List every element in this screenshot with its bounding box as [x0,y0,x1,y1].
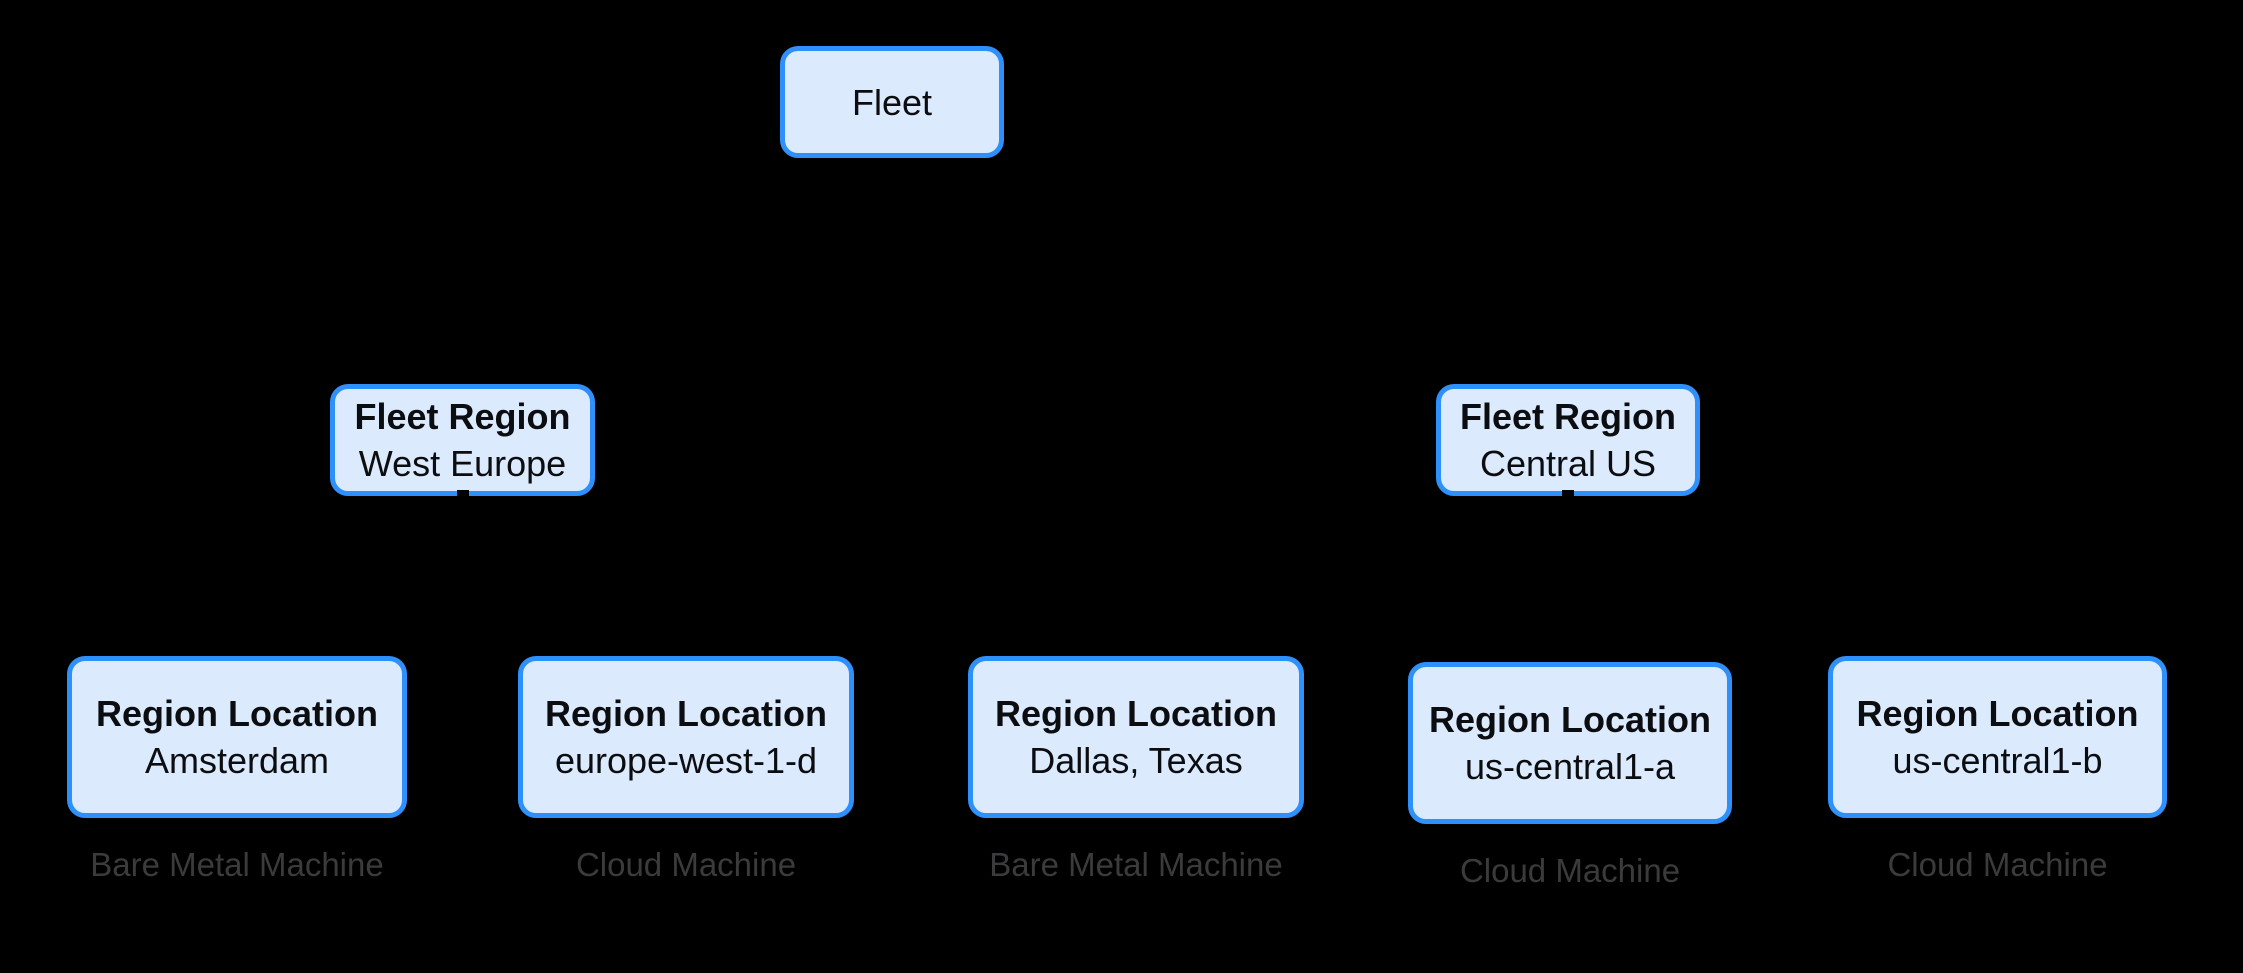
region-location-node-us-central1-a: Region Location us-central1-a [1408,662,1732,824]
region-location-subtitle: Dallas, Texas [1029,740,1243,781]
fleet-region-title: Fleet Region [1459,396,1677,437]
fleet-region-subtitle: West Europe [358,443,567,484]
fleet-region-title: Fleet Region [354,396,571,437]
region-location-title: Region Location [1429,699,1711,740]
region-location-title: Region Location [96,693,378,734]
fleet-region-node-central-us: Fleet Region Central US [1436,384,1700,500]
region-location-node-amsterdam: Region Location Amsterdam [67,656,407,818]
region-location-title: Region Location [545,693,827,734]
machine-type-label: Bare Metal Machine [989,846,1283,883]
machine-type-label: Bare Metal Machine [90,846,384,883]
machine-type-label: Cloud Machine [1887,846,2108,883]
fleet-node-title: Fleet [851,81,933,123]
connector-stub [456,490,469,500]
region-location-subtitle: us-central1-a [1464,746,1676,787]
fleet-region-subtitle: Central US [1479,443,1657,484]
fleet-node: Fleet [780,46,1004,158]
fleet-region-node-west-europe: Fleet Region West Europe [330,384,595,500]
region-location-title: Region Location [1856,693,2139,734]
region-location-subtitle: europe-west-1-d [554,740,818,781]
region-location-subtitle: us-central1-b [1892,740,2103,781]
region-location-group-europe-west-1-d: Region Location europe-west-1-d Cloud Ma… [518,656,854,883]
machine-type-label: Cloud Machine [1459,852,1681,889]
region-location-group-dallas-texas: Region Location Dallas, Texas Bare Metal… [968,656,1304,883]
region-location-node-europe-west-1-d: Region Location europe-west-1-d [518,656,854,818]
region-location-subtitle: Amsterdam [144,740,330,781]
region-location-title: Region Location [995,693,1277,734]
region-location-node-us-central1-b: Region Location us-central1-b [1828,656,2167,818]
region-location-group-us-central1-b: Region Location us-central1-b Cloud Mach… [1828,656,2167,883]
machine-type-label: Cloud Machine [575,846,797,883]
connector-stub [1562,490,1574,500]
region-location-node-dallas-texas: Region Location Dallas, Texas [968,656,1304,818]
region-location-group-amsterdam: Region Location Amsterdam Bare Metal Mac… [67,656,407,883]
region-location-group-us-central1-a: Region Location us-central1-a Cloud Mach… [1408,662,1732,889]
